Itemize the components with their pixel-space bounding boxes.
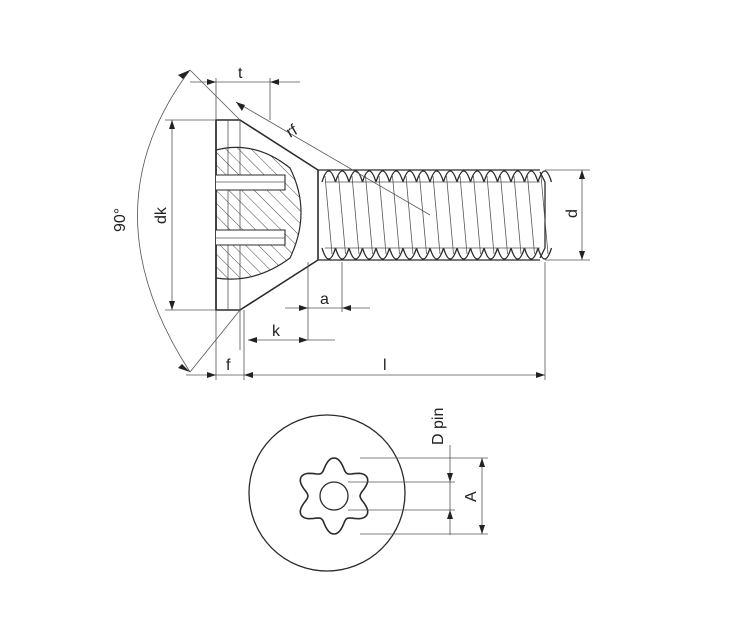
top-view: D pin A bbox=[248, 408, 488, 572]
label-t: t bbox=[238, 65, 243, 82]
dim-dk: dk bbox=[153, 119, 216, 311]
label-dk: dk bbox=[153, 206, 170, 224]
dim-k: k bbox=[239, 310, 335, 350]
center-pin-circle bbox=[319, 481, 349, 511]
label-k: k bbox=[272, 323, 281, 340]
dim-a: a bbox=[285, 262, 370, 340]
label-angle: 90° bbox=[112, 208, 129, 232]
label-a: a bbox=[320, 291, 329, 308]
label-A: A bbox=[463, 491, 480, 502]
six-lobe-recess bbox=[299, 457, 369, 535]
dim-f-l: f l bbox=[186, 262, 546, 380]
dim-t: t bbox=[190, 65, 300, 120]
thread-body bbox=[318, 169, 553, 261]
label-l: l bbox=[383, 357, 387, 374]
head-circle bbox=[248, 414, 406, 572]
dim-d-pin: D pin bbox=[348, 408, 455, 535]
dim-angle: 90° bbox=[112, 69, 241, 373]
dim-d: d bbox=[545, 169, 590, 261]
dim-A: A bbox=[360, 457, 488, 535]
label-f: f bbox=[226, 357, 231, 374]
label-d-pin: D pin bbox=[430, 408, 447, 445]
side-view: t rf 90° dk bbox=[112, 65, 590, 380]
recess-section bbox=[215, 146, 302, 280]
label-d: d bbox=[564, 209, 581, 218]
